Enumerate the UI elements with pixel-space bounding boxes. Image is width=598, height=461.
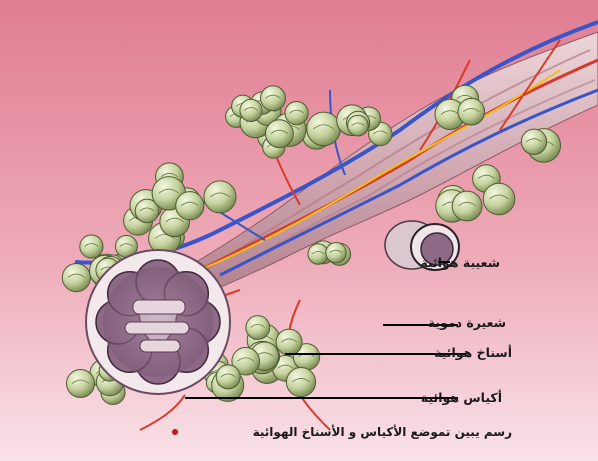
- alveolus: [483, 183, 515, 215]
- alveolus: [80, 235, 103, 258]
- alveolus: [307, 112, 341, 146]
- alveolus: [348, 115, 369, 136]
- air-sac-cross-section: [86, 250, 230, 394]
- label-alveoli: أسناخ هوائية: [434, 345, 512, 361]
- alveolus: [285, 102, 308, 125]
- alveolus: [276, 329, 302, 355]
- label-bronchiole: شعيبة هوائية: [420, 255, 500, 271]
- caption-bullet: [172, 429, 178, 435]
- alveolus: [308, 244, 328, 264]
- alveolus: [326, 243, 346, 263]
- alveolus: [67, 370, 95, 398]
- alveolus: [246, 316, 270, 340]
- alveolus: [204, 181, 236, 213]
- alveolus: [240, 99, 262, 121]
- alveolus: [266, 120, 294, 148]
- alveolus: [216, 365, 240, 389]
- label-air-sacs: أكياس هوائية: [421, 390, 502, 406]
- alveolus: [521, 129, 546, 154]
- caption: رسم يبين تموضع الأكياس و الأسناخ الهوائي…: [253, 424, 512, 440]
- alveolus: [286, 368, 315, 397]
- alveolus: [62, 264, 90, 292]
- alveolus: [452, 191, 482, 221]
- alveolus: [458, 98, 485, 125]
- alveolus: [261, 86, 286, 111]
- alveolus: [176, 192, 204, 220]
- label-capillary: شعيرة دموية: [428, 315, 506, 331]
